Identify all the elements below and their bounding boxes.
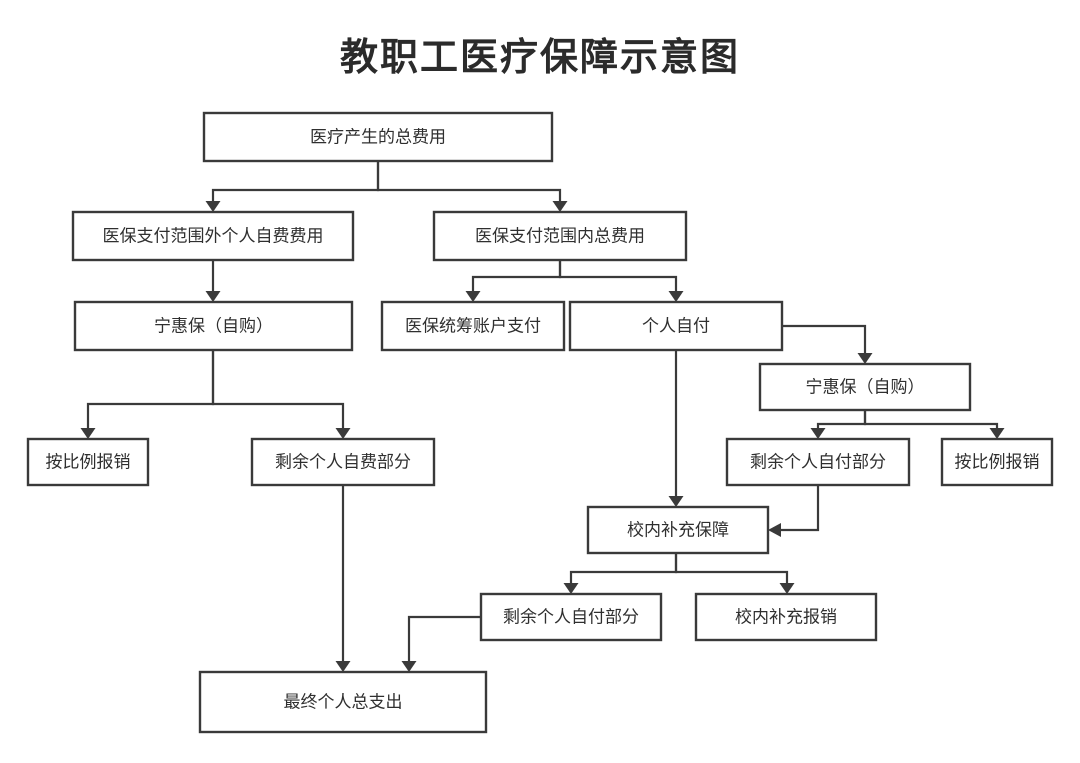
arrowhead-icon <box>335 428 351 439</box>
arrowhead-icon <box>80 428 96 439</box>
node-label: 宁惠保（自购） <box>806 377 925 396</box>
page-title: 教职工医疗保障示意图 <box>339 37 740 79</box>
flow-edge <box>558 260 684 302</box>
node-label: 个人自付 <box>642 316 710 335</box>
node-label: 按比例报销 <box>955 452 1040 471</box>
node-label: 医保支付范围内总费用 <box>475 226 645 245</box>
flow-node-n12[interactable]: 校内补充保障 <box>586 505 770 555</box>
node-label: 剩余个人自付部分 <box>503 607 639 626</box>
arrowhead-icon <box>668 291 684 302</box>
flow-node-n13[interactable]: 剩余个人自付部分 <box>479 592 663 642</box>
edge-layer <box>80 161 1005 672</box>
flow-edge <box>376 161 568 212</box>
node-box[interactable] <box>940 437 1054 487</box>
node-label: 校内补充报销 <box>735 607 837 626</box>
node-box[interactable] <box>250 437 436 487</box>
node-box[interactable] <box>586 505 770 555</box>
flow-node-n2[interactable]: 医保支付范围外个人自费费用 <box>71 210 355 262</box>
node-label: 医保支付范围外个人自费费用 <box>103 226 324 245</box>
flow-edge <box>563 553 678 594</box>
arrowhead-icon <box>401 661 417 672</box>
flow-node-n7[interactable]: 宁惠保（自购） <box>758 362 972 412</box>
arrowhead-icon <box>768 523 781 537</box>
flow-edge <box>211 350 351 439</box>
node-box[interactable] <box>758 362 972 412</box>
flow-node-n4[interactable]: 宁惠保（自购） <box>73 300 354 352</box>
flow-edge <box>863 410 1005 439</box>
node-box[interactable] <box>568 300 784 352</box>
flow-node-n9[interactable]: 剩余个人自费部分 <box>250 437 436 487</box>
node-box[interactable] <box>725 437 911 487</box>
arrowhead-icon <box>465 291 481 302</box>
node-label: 按比例报销 <box>46 452 131 471</box>
node-box[interactable] <box>198 670 488 734</box>
node-box[interactable] <box>479 592 663 642</box>
flow-edge <box>335 485 351 672</box>
node-label: 剩余个人自付部分 <box>750 452 886 471</box>
arrowhead-icon <box>989 428 1005 439</box>
flow-edge <box>80 350 215 439</box>
flow-node-n11[interactable]: 按比例报销 <box>940 437 1054 487</box>
node-box[interactable] <box>432 210 688 262</box>
arrowhead-icon <box>335 661 351 672</box>
arrowhead-icon <box>810 428 826 439</box>
node-box[interactable] <box>202 111 554 163</box>
node-box[interactable] <box>694 592 878 642</box>
arrowhead-icon <box>205 291 221 302</box>
node-label: 医保统筹账户支付 <box>405 316 541 335</box>
flow-edge <box>668 350 684 507</box>
flow-edge <box>465 260 562 302</box>
flow-node-n5[interactable]: 医保统筹账户支付 <box>380 300 566 352</box>
flow-node-n3[interactable]: 医保支付范围内总费用 <box>432 210 688 262</box>
arrowhead-icon <box>205 201 221 212</box>
node-label: 剩余个人自费部分 <box>275 452 411 471</box>
flow-edge <box>674 553 795 594</box>
flow-edge <box>401 615 481 672</box>
node-label: 宁惠保（自购） <box>154 316 273 335</box>
flow-edge <box>768 485 820 537</box>
arrowhead-icon <box>552 201 568 212</box>
flow-edge <box>205 260 221 302</box>
arrowhead-icon <box>857 353 873 364</box>
flow-edge <box>810 410 867 439</box>
flow-edge <box>205 161 380 212</box>
node-box[interactable] <box>71 210 355 262</box>
flow-edge <box>782 324 873 364</box>
flow-node-n1[interactable]: 医疗产生的总费用 <box>202 111 554 163</box>
node-box[interactable] <box>73 300 354 352</box>
flow-node-n6[interactable]: 个人自付 <box>568 300 784 352</box>
node-box[interactable] <box>26 437 150 487</box>
flow-node-n14[interactable]: 校内补充报销 <box>694 592 878 642</box>
node-label: 校内补充保障 <box>627 520 729 539</box>
flow-node-n8[interactable]: 按比例报销 <box>26 437 150 487</box>
node-box[interactable] <box>380 300 566 352</box>
node-label: 医疗产生的总费用 <box>310 127 446 146</box>
node-label: 最终个人总支出 <box>284 692 403 711</box>
flow-node-n15[interactable]: 最终个人总支出 <box>198 670 488 734</box>
arrowhead-icon <box>563 583 579 594</box>
arrowhead-icon <box>668 496 684 507</box>
flow-node-n10[interactable]: 剩余个人自付部分 <box>725 437 911 487</box>
arrowhead-icon <box>779 583 795 594</box>
